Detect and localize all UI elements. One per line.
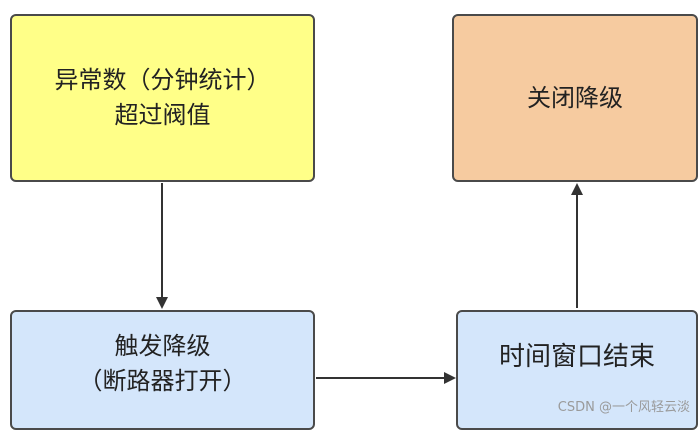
watermark: CSDN @一个风轻云淡	[557, 400, 690, 415]
node-anomaly-threshold: 异常数（分钟统计） 超过阀值	[10, 14, 315, 182]
node-close-degradation: 关闭降级	[452, 14, 698, 182]
node-anomaly-threshold-line-1: 异常数（分钟统计）	[54, 66, 271, 95]
node-close-degradation-label: 关闭降级	[527, 83, 623, 112]
node-trigger-degradation-line-2: （断路器打开）	[78, 367, 247, 395]
node-trigger-degradation-line-1: 触发降级	[114, 332, 211, 361]
node-anomaly-threshold-line-2: 超过阀值	[114, 101, 211, 129]
node-time-window-end: 时间窗口结束	[456, 310, 698, 430]
node-time-window-end-label: 时间窗口结束	[498, 342, 655, 373]
node-trigger-degradation: 触发降级 （断路器打开）	[10, 310, 315, 430]
